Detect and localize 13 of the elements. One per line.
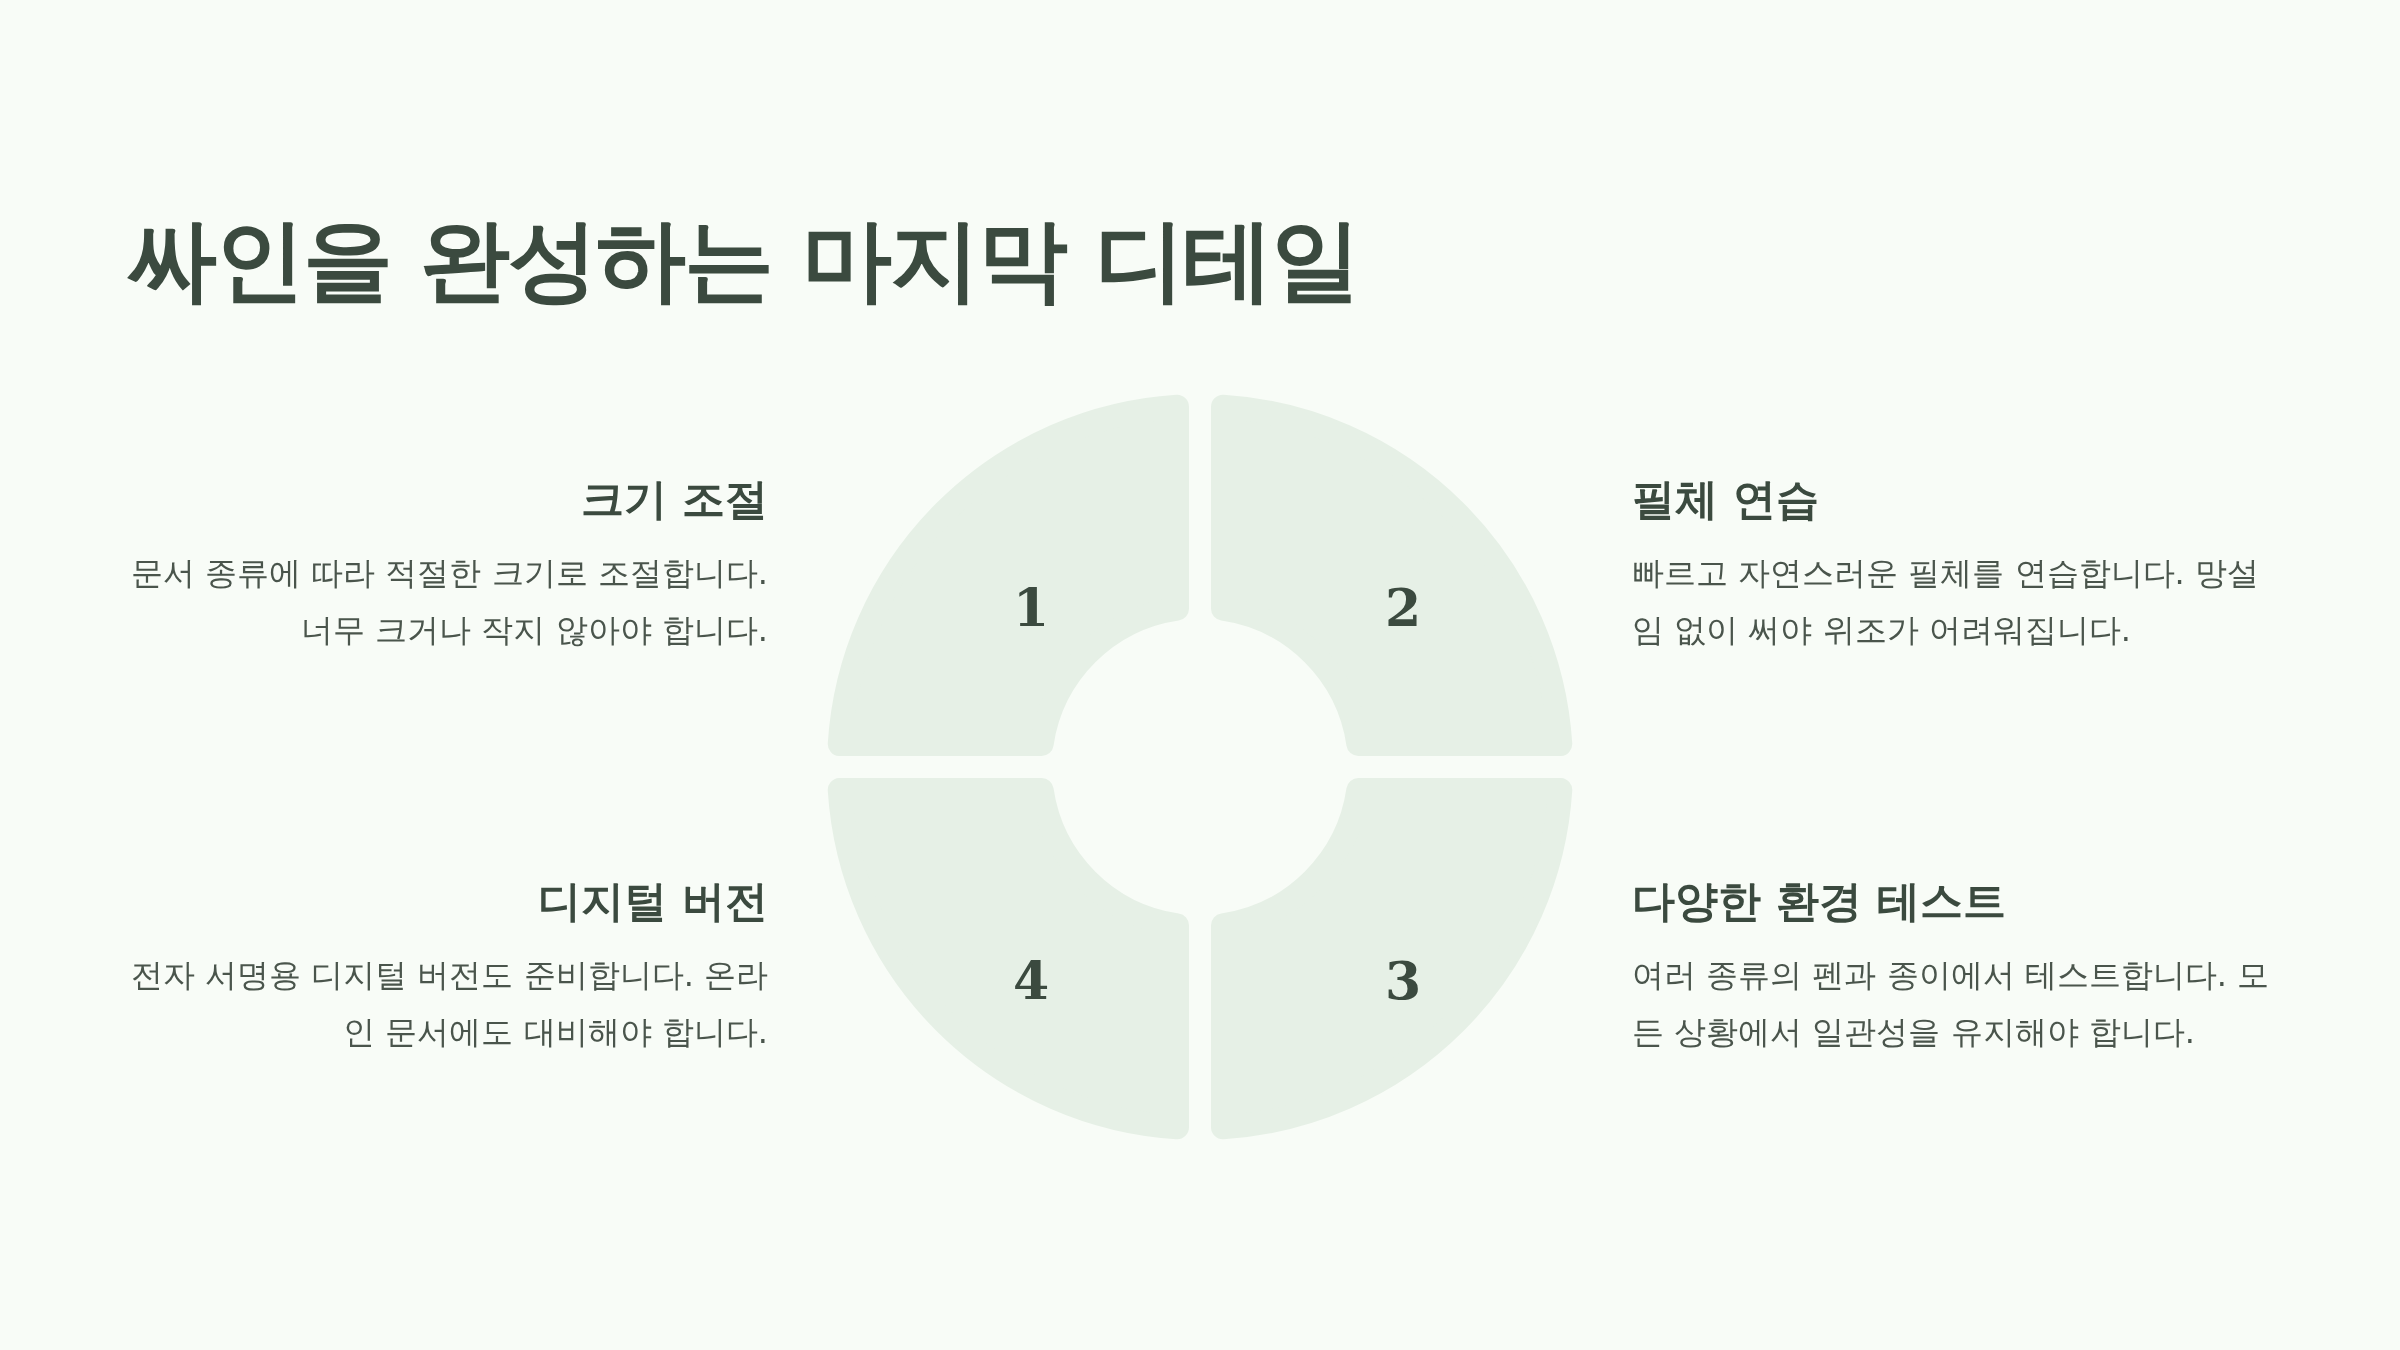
step-description: 문서 종류에 따라 적절한 크기로 조절합니다. 너무 크거나 작지 않아야 합니다. [129, 553, 768, 651]
step-description: 빠르고 자연스러운 필체를 연습합니다. 망설임 없이 써야 위조가 어려워집니다. [1632, 553, 2260, 651]
step-heading: 필체 연습 [1632, 473, 1819, 526]
step-number: 2 [1385, 582, 1422, 634]
step-description: 여러 종류의 펜과 종이에서 테스트합니다. 모든 상황에서 일관성을 유지해야 합니다. [1632, 955, 2271, 1053]
step-number: 3 [1385, 955, 1422, 1007]
step-heading: 다양한 환경 테스트 [1632, 875, 2006, 928]
step-number: 4 [1013, 955, 1050, 1007]
title: 싸인을 완성하는 마지막 디테일 [127, 206, 1359, 314]
step-heading: 크기 조절 [581, 473, 768, 526]
step-description: 전자 서명용 디지털 버전도 준비합니다. 온라인 문서에도 대비해야 합니다. [129, 955, 768, 1053]
step-number: 1 [1013, 582, 1050, 634]
step-heading: 디지털 버전 [538, 875, 768, 928]
